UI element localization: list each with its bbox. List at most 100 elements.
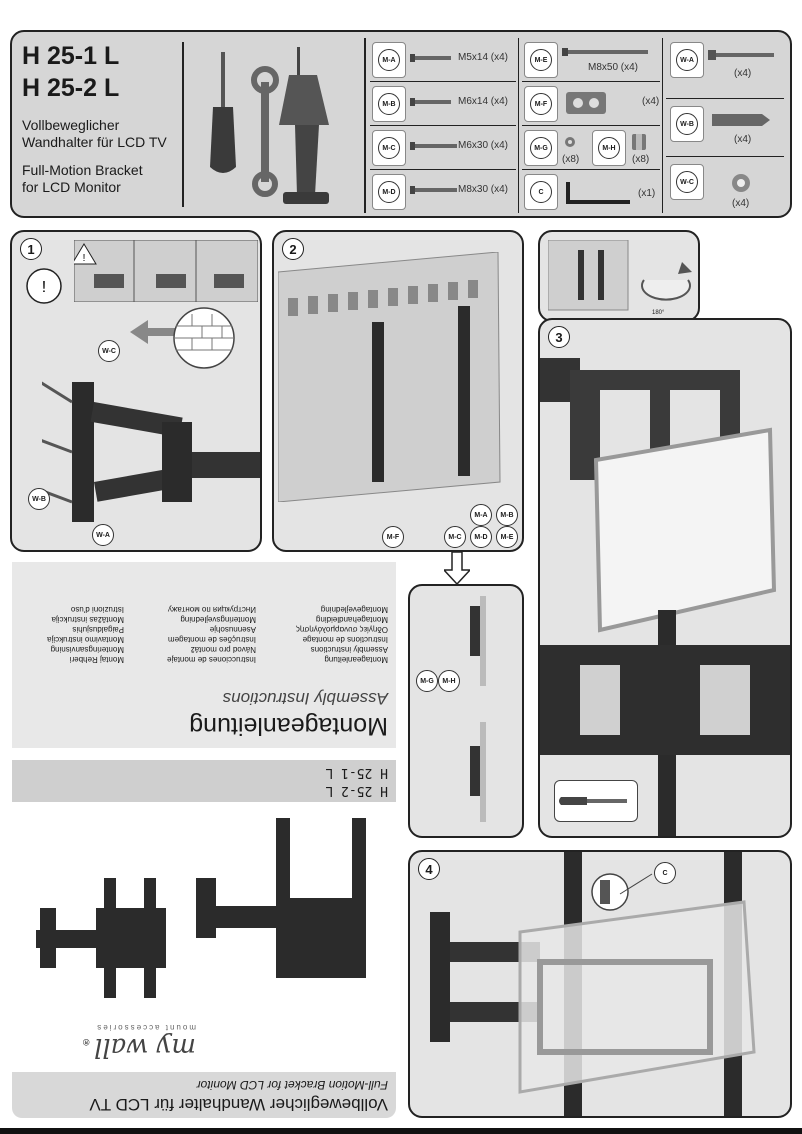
spacer-panel: M-G M-H: [408, 584, 524, 838]
part-badge-mb: M-B: [378, 93, 400, 115]
part-badge-wa: W-A: [676, 49, 698, 71]
svg-text:!: !: [83, 253, 86, 264]
part-spec-wa: (x4): [734, 68, 752, 79]
part-badge-ma: M-A: [378, 49, 400, 71]
part-badge-mf: M-F: [530, 93, 552, 115]
language-column-3: Montaj Rehberi Monteringsanvisning Monta…: [47, 605, 124, 664]
cover-footer-title: Vollbeweglicher Wandhalter für LCD TV: [89, 1095, 388, 1114]
tv-back-illustration: [278, 252, 501, 502]
drill-icon: [279, 47, 329, 204]
screw-icon: [410, 142, 457, 150]
hex-key-icon: [566, 182, 630, 204]
language-column-2: Instrucciones de montaje Návod pro montá…: [167, 605, 256, 664]
part-badge-c: C: [530, 181, 552, 203]
cover-title: Montageanleitung: [189, 712, 388, 740]
product-name-en-1: Full-Motion Bracket: [22, 162, 143, 178]
model-title-2: H 25-2 L: [22, 74, 120, 102]
screwdriver-callout: [554, 780, 638, 822]
part-badge-me: M-E: [530, 49, 552, 71]
screw-icon: [410, 186, 457, 194]
wall-plate-illustration: [42, 381, 260, 522]
bracket-images: [36, 818, 366, 998]
part-badge-mg: M-G: [530, 137, 552, 159]
cover-subtitle: Assembly Instructions: [222, 689, 388, 708]
part-badge-wb: W-B: [676, 113, 698, 135]
mount-tv-illustration: [540, 358, 790, 836]
brand-name: my wall: [94, 1032, 196, 1062]
label-wa: W-A: [92, 524, 114, 546]
part-badge-md: M-D: [378, 181, 400, 203]
parts-grid: M-A M5x14 (x4) M-B M6x14 (x4) M-C M6x30 …: [364, 38, 786, 213]
cover-footer-sub: Full-Motion Bracket for LCD Monitor: [196, 1078, 388, 1092]
part-badge-mh: M-H: [598, 137, 620, 159]
part-spec-wc: (x4): [732, 198, 750, 209]
wall-plug-icon: [712, 114, 770, 126]
step-number: 4: [418, 858, 440, 880]
rotate-panel: 180°: [538, 230, 700, 322]
tools-illustration: [210, 47, 329, 204]
warning-icon: !: [26, 268, 62, 304]
product-name-en-2: for LCD Monitor: [22, 179, 121, 195]
model-title-1: H 25-1 L: [22, 42, 120, 70]
part-spec-mg: (x8): [562, 154, 580, 165]
part-spec-md: M8x30 (x4): [458, 184, 509, 195]
screw-icon: [410, 98, 451, 106]
cover-model-bar: H 25-2 L H 25-1 L: [12, 760, 396, 802]
part-spec-ma: M5x14 (x4): [458, 52, 509, 63]
label-c: C: [654, 862, 676, 884]
arrow-icon: [130, 320, 176, 344]
product-name-de-2: Wandhalter für LCD TV: [22, 134, 167, 150]
cover-title-block: Montageanleitung Assembly Instructions M…: [12, 562, 396, 748]
step-3-panel: 3: [538, 318, 792, 838]
long-screw-icon: [562, 48, 648, 56]
step-number: 3: [548, 326, 570, 348]
lag-bolt-icon: [708, 50, 774, 60]
step-number: 2: [282, 238, 304, 260]
label-mg: M-G: [416, 670, 438, 692]
drilling-strip: !: [74, 240, 258, 302]
part-badge-wc: W-C: [676, 171, 698, 193]
rotate-label: 180°: [652, 310, 665, 316]
wrench-icon: [251, 66, 279, 197]
label-md: M-D: [470, 526, 492, 548]
parts-panel: H 25-1 L H 25-2 L Vollbeweglicher Wandha…: [10, 30, 792, 218]
arrow-down-icon: [444, 552, 470, 584]
bottom-strip: [0, 1128, 802, 1134]
part-spec-mf: (x4): [642, 96, 660, 107]
label-mb: M-B: [496, 504, 518, 526]
language-column-1: Montageanleitung Assembly instructions I…: [296, 605, 388, 664]
brand-logo: my wall ® mount accessories: [83, 1023, 196, 1062]
label-me: M-E: [496, 526, 518, 548]
tv-rotate-illustration: [548, 240, 692, 311]
cover-model-2: H 25-2 L: [325, 783, 388, 798]
step-1-panel: 1 ! ! W-C W-B W-A: [10, 230, 262, 552]
part-spec-mb: M6x14 (x4): [458, 96, 509, 107]
part-spec-mh: (x8): [632, 154, 650, 165]
cover-section: Vollbeweglicher Wandhalter für LCD TV Fu…: [12, 562, 396, 1118]
screwdriver-icon: [210, 52, 236, 173]
part-spec-c: (x1): [638, 188, 656, 199]
part-spec-me: M8x50 (x4): [588, 62, 639, 73]
part-spec-mc: M6x30 (x4): [458, 140, 509, 151]
spacer-plate-icon: [566, 92, 606, 114]
label-mh: M-H: [438, 670, 460, 692]
part-spec-wb: (x4): [734, 134, 752, 145]
screw-icon: [410, 54, 451, 62]
spacer-illustration: [470, 596, 486, 822]
label-mf: M-F: [382, 526, 404, 548]
brick-wall-icon: [173, 307, 235, 369]
step-4-panel: 4 C: [408, 850, 792, 1118]
step-2-panel: 2 M-F M-A M-B M-C M-D M-E: [272, 230, 524, 552]
divider: [182, 42, 184, 207]
svg-text:!: !: [42, 279, 46, 296]
label-ma: M-A: [470, 504, 492, 526]
screwdriver-icon: [559, 797, 627, 805]
brand-reg: ®: [82, 1037, 90, 1047]
washer-icon: [732, 174, 750, 192]
label-wb: W-B: [28, 488, 50, 510]
cover-model-1: H 25-1 L: [325, 765, 388, 780]
cover-footer: Vollbeweglicher Wandhalter für LCD TV Fu…: [12, 1072, 396, 1118]
washer-icon: [565, 137, 575, 147]
label-wc: W-C: [98, 340, 120, 362]
product-name-de-1: Vollbeweglicher: [22, 117, 120, 133]
